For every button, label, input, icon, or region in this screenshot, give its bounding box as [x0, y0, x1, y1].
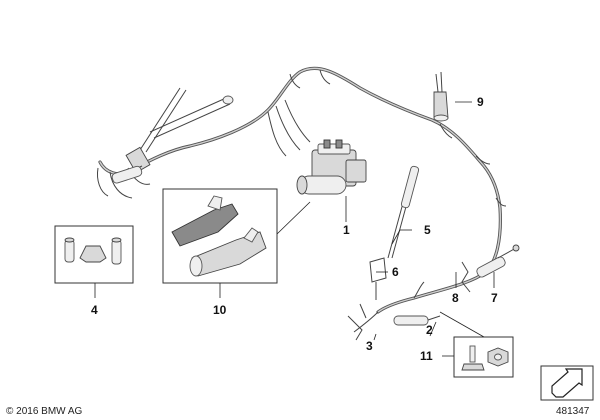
callout-3: 3	[366, 339, 373, 353]
hydraulic-pump	[296, 139, 367, 195]
left-hydraulic-cylinder	[111, 87, 234, 184]
spring-cap	[433, 71, 449, 122]
callout-11: 11	[420, 349, 433, 363]
copyright-text: © 2016 BMW AG	[6, 406, 83, 417]
callout-2: 2	[426, 323, 433, 337]
navigation-arrow-icon[interactable]	[540, 365, 594, 401]
reference-number: 481347	[556, 406, 590, 417]
callout-7: 7	[491, 291, 498, 305]
callout-5: 5	[424, 223, 431, 237]
lower-hydraulic-cylinder	[347, 303, 441, 341]
callout-10: 10	[213, 303, 227, 317]
leader-lines	[94, 101, 495, 357]
gas-strut	[387, 165, 420, 259]
bracket	[369, 257, 387, 300]
box-item-10	[162, 188, 278, 284]
box-item-4	[54, 225, 134, 284]
right-hydraulic-cylinder	[476, 244, 520, 278]
callout-4: 4	[91, 303, 98, 317]
callout-8: 8	[452, 291, 459, 305]
hydraulic-line	[461, 261, 471, 293]
callout-1: 1	[343, 223, 350, 237]
callout-6: 6	[392, 265, 399, 279]
box-item-11	[453, 336, 514, 378]
callout-9: 9	[477, 95, 484, 109]
